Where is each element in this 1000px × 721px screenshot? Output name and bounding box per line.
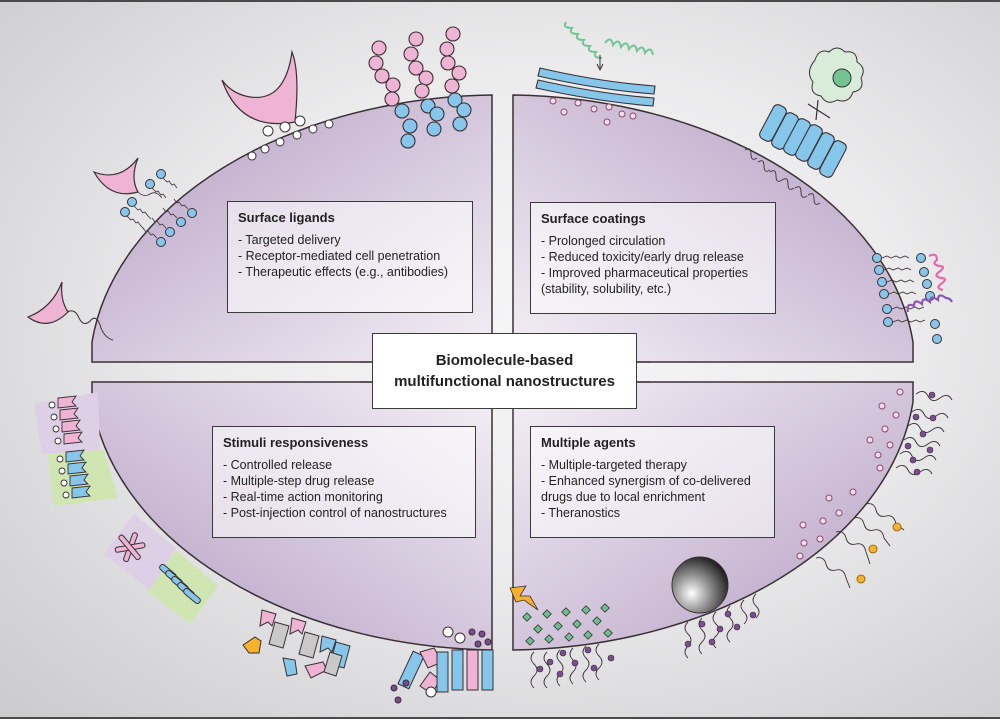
list-item: - Real-time action monitoring [223,490,383,504]
central-title-line1: Biomolecule-based [435,352,574,369]
conjugated-drug-dots [536,610,757,678]
stimuli-responsiveness-box: Stimuli responsiveness - Controlled rele… [212,426,476,538]
list-item: - Reduced toxicity/early drug release [541,250,744,264]
surface-coatings-box: Surface coatings - Prolonged circulation… [530,202,776,314]
list-item: (stability, solubility, etc.) [541,282,672,296]
light-responsive-panels [104,514,218,624]
inorganic-nanoparticle-icon [671,556,729,614]
list-item: - Targeted delivery [238,233,341,247]
list-item: - Controlled release [223,458,333,472]
list-item: - Post-injection control of nanostructur… [223,506,447,520]
charge-pairs-icon [247,115,334,161]
multiple-agents-title: Multiple agents [541,435,636,450]
stimuli-responsiveness-title: Stimuli responsiveness [223,435,369,450]
list-item: - Multiple-step drug release [223,474,375,488]
surface-ligands-title: Surface ligands [238,210,335,225]
helix-peptides-icon [563,21,654,59]
rod-array-icon [159,564,201,604]
lightning-bolt-icon [509,585,539,611]
surface-polymer-tails-right [815,391,953,589]
multiple-agents-box: Multiple agents - Multiple-targeted ther… [530,426,775,538]
star-linker-icon [114,532,146,563]
lipid-bilayer-with-helices-icon [872,253,953,344]
list-item: - Prolonged circulation [541,234,666,248]
polymer-coating-strands-icon [535,67,656,107]
release-triggered-rods-icon [390,626,494,704]
peg-tails [744,148,821,205]
encapsulated-cargo-dots-right [796,388,904,560]
surface-ligands-box: Surface ligands - Targeted delivery - Re… [227,201,473,313]
surface-coatings-title: Surface coatings [541,211,646,226]
central-title-box: Biomolecule-based multifunctional nanost… [372,333,637,409]
list-item: - Therapeutic effects (e.g., antibodies) [238,265,449,279]
list-item: - Receptor-mediated cell penetration [238,249,441,263]
central-title-line2: multifunctional nanostructures [394,373,615,390]
list-item: - Theranostics [541,506,620,520]
lipid-anchored-ligand-icon [92,157,197,247]
list-item: - Enhanced synergism of co-delivered [541,474,751,488]
list-item: - Improved pharmaceutical properties [541,266,749,280]
list-item: - Multiple-targeted therapy [541,458,687,472]
arrow-icon [596,55,604,72]
multi-step-release-blocks-icon [242,609,351,679]
tethered-ligand-icon [26,281,114,341]
encapsulated-cargo-dots [549,97,637,126]
antibody-crescent-icon [221,49,298,125]
fluorescent-probes-icon [856,522,902,584]
peptide-bead-chains-icon [368,26,472,149]
immune-cell-icon [807,47,864,121]
ph-responsive-panels [34,392,118,506]
purple-drug-dots-right [904,391,937,476]
polymer-brushes-with-drugs [530,593,760,689]
list-item: drugs due to local enrichment [541,490,705,504]
drug-molecules-diamonds [522,603,613,646]
stealth-block-coating-icon [759,104,847,178]
